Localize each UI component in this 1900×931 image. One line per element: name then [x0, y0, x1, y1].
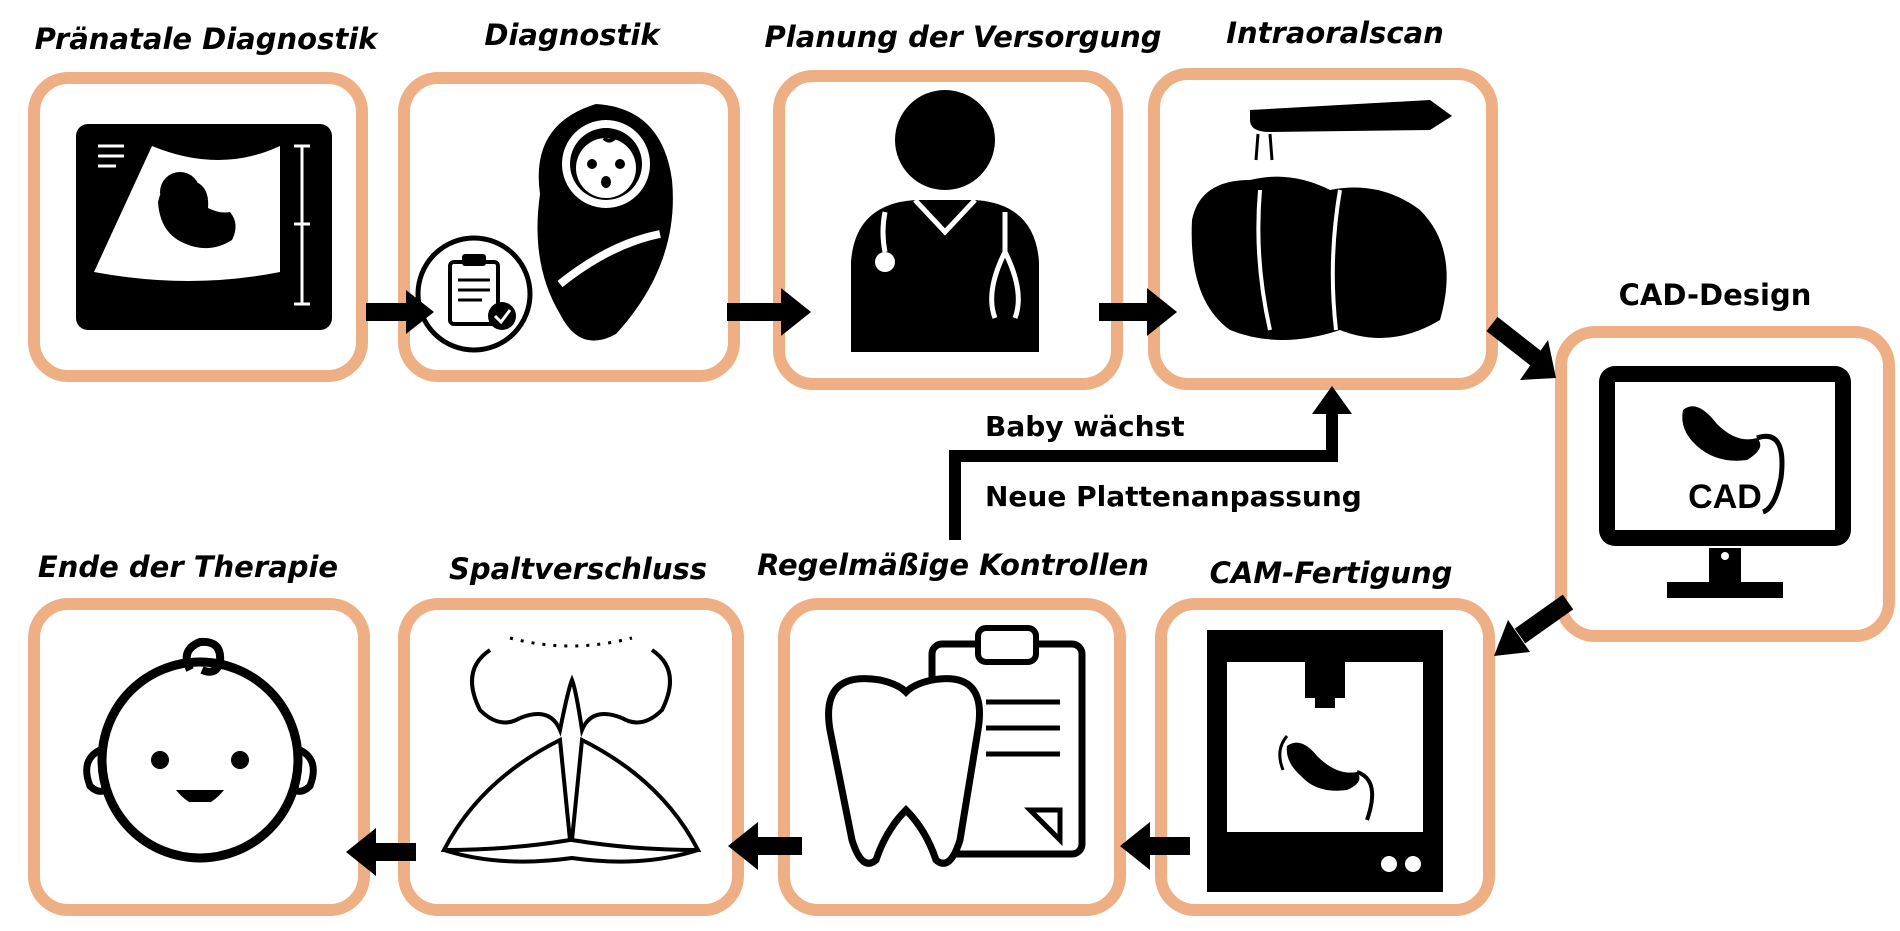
step-title-kontrollen: Regelmäßige Kontrollen	[757, 548, 1149, 582]
step-title-spaltverschluss: Spaltverschluss	[448, 552, 708, 586]
step-spaltverschluss	[398, 598, 744, 916]
step-planung-der-versorgung	[773, 70, 1123, 390]
step-title-planung: Planung der Versorgung	[764, 20, 1162, 54]
step-title-intraoralscan: Intraoralscan	[1226, 16, 1444, 50]
cleft-lip-closure-icon	[440, 636, 702, 864]
3d-printer-icon	[1207, 630, 1443, 892]
step-regelmaessige-kontrollen	[778, 598, 1126, 916]
step-intraoralscan	[1148, 68, 1498, 390]
step-title-ende: Ende der Therapie	[37, 550, 339, 584]
cycle-label-baby-waechst: Baby wächst	[985, 410, 1185, 443]
step-praenatale-diagnostik	[28, 72, 368, 382]
step-ende-der-therapie	[28, 598, 370, 916]
arrow-4-to-5	[1486, 316, 1556, 380]
swaddled-baby-checklist-icon	[415, 104, 673, 353]
step-title-diagnostik: Diagnostik	[484, 18, 660, 52]
step-diagnostik	[398, 72, 740, 382]
smiling-baby-face-icon	[83, 637, 317, 863]
tooth-clipboard-icon	[825, 625, 1086, 867]
step-cad-design: CAD	[1555, 326, 1895, 642]
step-title-praenatale-diagnostik: Pränatale Diagnostik	[34, 22, 378, 56]
step-title-cam-fertigung: CAM-Fertigung	[1209, 556, 1453, 590]
ultrasound-fetus-icon	[76, 124, 332, 330]
doctor-stethoscope-icon	[851, 90, 1039, 352]
cycle-label-neue-plattenanpassung: Neue Plattenanpassung	[985, 480, 1362, 513]
step-cam-fertigung	[1155, 598, 1495, 916]
step-title-cad-design: CAD-Design	[1618, 278, 1812, 312]
intraoral-scanner-icon	[1191, 100, 1452, 340]
cad-screen-label: CAD	[1688, 478, 1762, 516]
cad-monitor-icon: CAD	[1599, 366, 1851, 598]
